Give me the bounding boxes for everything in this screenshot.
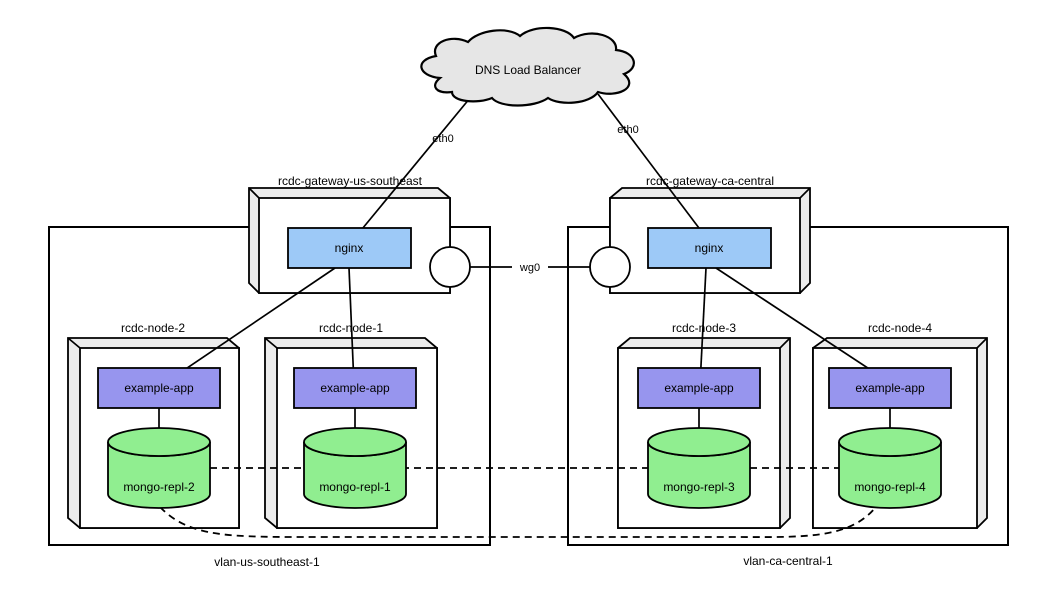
db-node3-label: mongo-repl-3 — [663, 480, 735, 494]
db-node3-cylinder: mongo-repl-3 — [647, 427, 751, 509]
app-node3-box — [637, 367, 761, 409]
db-node1-top — [303, 427, 407, 457]
dns-load-balancer-cloud: DNS Load Balancer — [420, 26, 635, 107]
db-node1-label: mongo-repl-1 — [319, 480, 391, 494]
edge-cloud-to-gateway-us — [352, 97, 471, 241]
eth0-ca-label: eth0 — [617, 124, 638, 136]
nginx-us-box — [287, 227, 412, 269]
db-node2-top — [107, 427, 211, 457]
nginx-ca-label: nginx — [695, 241, 724, 255]
app-node2-label: example-app — [124, 381, 194, 395]
app-node1-label: example-app — [320, 381, 390, 395]
db-node3-top — [647, 427, 751, 457]
wg0-label: wg0 — [519, 262, 540, 274]
db-node4-cylinder: mongo-repl-4 — [838, 427, 942, 509]
cloud-shape — [420, 26, 635, 107]
eth0-us-label: eth0 — [432, 133, 453, 145]
nginx-ca-box — [647, 227, 772, 269]
edge-nginx-us-to-node2 — [161, 267, 336, 386]
edge-cloud-to-gateway-ca — [597, 93, 709, 241]
node-4-corner-line — [976, 337, 988, 349]
edge-nginx-ca-to-node4 — [715, 267, 890, 383]
wg0-interface-us-circle — [429, 246, 471, 288]
app-node3-label: example-app — [664, 381, 734, 395]
node-3-corner-line — [779, 337, 791, 349]
edge-replica-2-to-4-dashed — [159, 506, 876, 538]
node-3-title: rcdc-node-3 — [672, 321, 736, 335]
node-1-corner-line — [264, 337, 278, 349]
db-node4-label: mongo-repl-4 — [854, 480, 926, 494]
edge-nginx-us-to-node1 — [348, 267, 355, 386]
edge-nginx-ca-to-node3 — [699, 267, 707, 386]
db-node2-label: mongo-repl-2 — [123, 480, 195, 494]
app-node1-box — [293, 367, 417, 409]
wg0-interface-ca-circle — [589, 246, 631, 288]
db-node1-cylinder: mongo-repl-1 — [303, 427, 407, 509]
app-node4-box — [828, 367, 952, 409]
cloud-label: DNS Load Balancer — [475, 63, 581, 77]
wg0-label-bg — [512, 258, 548, 274]
gateway-us-title: rcdc-gateway-us-southeast — [278, 174, 423, 188]
node-1-title: rcdc-node-1 — [319, 321, 383, 335]
vlan-ca-central-label: vlan-ca-central-1 — [743, 554, 833, 568]
app-node4-label: example-app — [855, 381, 925, 395]
nginx-us-label: nginx — [335, 241, 364, 255]
vlan-us-southeast-label: vlan-us-southeast-1 — [214, 555, 320, 569]
node-2-title: rcdc-node-2 — [121, 321, 185, 335]
gateway-ca-title: rcdc-gateway-ca-central — [646, 174, 774, 188]
db-node4-top — [838, 427, 942, 457]
node-2-corner-line — [67, 337, 81, 349]
gateway-ca-corner-line — [799, 187, 811, 199]
node-4-title: rcdc-node-4 — [868, 321, 932, 335]
db-node2-cylinder: mongo-repl-2 — [107, 427, 211, 509]
gateway-us-corner-line — [248, 187, 260, 199]
app-node2-box — [97, 367, 221, 409]
